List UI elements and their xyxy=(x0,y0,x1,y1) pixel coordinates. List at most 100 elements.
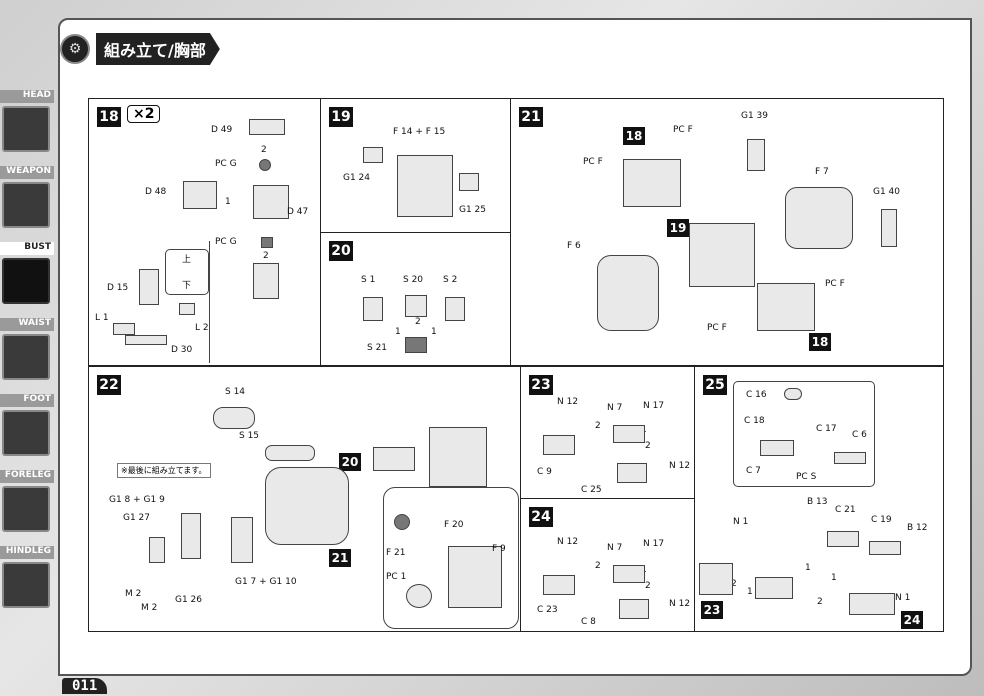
part-label: PC F xyxy=(707,323,727,333)
part-label: F 7 xyxy=(815,167,829,177)
step-mark: 2 xyxy=(645,441,651,451)
part-piece xyxy=(363,147,383,163)
step-23-panel: 23 N 12 N 7 N 17 2 1 2 C 9 C 25 N 12 xyxy=(520,366,696,500)
part-label: N 17 xyxy=(643,401,665,411)
part-label: C 23 xyxy=(537,605,558,615)
sidebar-item-hindleg[interactable]: HINDLEG xyxy=(0,540,56,616)
subassembly-ref-badge: 18 xyxy=(623,127,645,145)
part-piece xyxy=(265,467,349,545)
part-label: N 1 xyxy=(895,593,911,603)
step-number: 25 xyxy=(703,375,727,395)
part-piece xyxy=(760,440,794,456)
part-piece xyxy=(149,537,165,563)
part-label: L 2 xyxy=(195,323,209,333)
step-mark: 1 xyxy=(395,327,401,337)
part-piece xyxy=(689,223,755,287)
polycap-part xyxy=(261,237,273,248)
subassembly-ref-badge: 24 xyxy=(901,611,923,629)
subassembly-ref-badge: 19 xyxy=(667,219,689,237)
step-18-panel: 18 ×2 D 49 2 PC G D 48 1 D 47 PC G 2 D 1… xyxy=(88,98,322,366)
part-label: S 21 xyxy=(367,343,388,353)
sidebar-item-weapon[interactable]: WEAPON xyxy=(0,160,56,236)
part-piece xyxy=(406,584,432,608)
part-piece xyxy=(757,283,815,331)
part-label: C 6 xyxy=(852,430,867,440)
gear-icon: ⚙ xyxy=(60,34,90,64)
detail-inset: F 20 F 21 PC 1 F 9 xyxy=(383,487,519,629)
part-piece xyxy=(785,187,853,249)
part-label: F 21 xyxy=(386,548,406,558)
part-piece xyxy=(597,255,659,331)
sidebar-nav: HEAD WEAPON BUST WAIST FOOT FORELEG HIND… xyxy=(0,84,56,616)
part-piece xyxy=(869,541,901,555)
sidebar-item-foot[interactable]: FOOT xyxy=(0,388,56,464)
part-label: G1 8 + G1 9 xyxy=(109,495,165,505)
detail-inset: C 16 C 18 C 17 C 6 C 7 PC S xyxy=(733,381,875,487)
part-piece xyxy=(849,593,895,615)
part-label: D 49 xyxy=(211,125,233,135)
part-piece xyxy=(445,297,465,321)
sidebar-item-label: FORELEG xyxy=(0,470,54,483)
part-label: PC G xyxy=(215,237,237,247)
part-label: B 12 xyxy=(907,523,928,533)
sidebar-item-foreleg[interactable]: FORELEG xyxy=(0,464,56,540)
part-label: N 12 xyxy=(557,537,579,547)
step-mark: 2 xyxy=(817,597,823,607)
step-mark: 1 xyxy=(225,197,231,207)
part-label: N 7 xyxy=(607,403,623,413)
part-label: PC F xyxy=(673,125,693,135)
step-mark: 2 xyxy=(415,317,421,327)
part-label: C 18 xyxy=(744,416,765,426)
foreleg-thumbnail-icon xyxy=(2,486,50,532)
page-number: 011 xyxy=(62,678,108,694)
part-label: N 1 xyxy=(733,517,749,527)
part-piece xyxy=(448,546,502,608)
part-piece xyxy=(125,335,167,345)
part-label: D 47 xyxy=(287,207,309,217)
part-label: PC 1 xyxy=(386,572,407,582)
part-label: S 20 xyxy=(403,275,424,285)
step-19-panel: 19 F 14 + F 15 G1 24 G1 25 xyxy=(320,98,512,234)
part-piece xyxy=(834,452,866,464)
part-label: F 14 + F 15 xyxy=(393,127,446,137)
part-label: D 30 xyxy=(171,345,193,355)
subassembly-ref-badge: 20 xyxy=(339,453,361,471)
part-label: G1 40 xyxy=(873,187,901,197)
sidebar-item-waist[interactable]: WAIST xyxy=(0,312,56,388)
section-title-bar: ⚙ 組み立て/胸部 xyxy=(60,32,220,66)
page-title: 組み立て/胸部 xyxy=(96,33,220,65)
part-label: D 15 xyxy=(107,283,129,293)
part-piece xyxy=(881,209,897,247)
part-label: F 9 xyxy=(492,544,506,554)
part-piece xyxy=(827,531,859,547)
foot-thumbnail-icon xyxy=(2,410,50,456)
part-piece xyxy=(397,155,453,217)
part-label: F 20 xyxy=(444,520,464,530)
part-label: C 16 xyxy=(746,390,767,400)
sidebar-item-label: BUST xyxy=(0,242,54,255)
step-number: 23 xyxy=(529,375,553,395)
step-22-panel: 22 S 14 S 15 ※最後に組み立てます。 20 21 G1 8 + G1… xyxy=(88,366,522,632)
step-mark: 2 xyxy=(263,251,269,261)
polycap-part xyxy=(259,159,271,171)
step-number: 18 xyxy=(97,107,121,127)
part-label: S 1 xyxy=(361,275,376,285)
step-number: 22 xyxy=(97,375,121,395)
part-label: S 2 xyxy=(443,275,458,285)
part-label: C 21 xyxy=(835,505,856,515)
sidebar-item-label: HEAD xyxy=(0,90,54,103)
sidebar-item-bust[interactable]: BUST xyxy=(0,236,56,312)
step-number: 24 xyxy=(529,507,553,527)
step-number: 21 xyxy=(519,107,543,127)
sidebar-item-label: HINDLEG xyxy=(0,546,54,559)
part-piece xyxy=(784,388,802,400)
part-label: N 12 xyxy=(669,599,691,609)
step-mark: 2 xyxy=(595,421,601,431)
orientation-callout: 上 下 xyxy=(165,249,209,295)
part-label: C 19 xyxy=(871,515,892,525)
part-piece xyxy=(747,139,765,171)
step-21-panel: 21 18 PC F G1 39 PC F F 7 G1 40 19 F 6 P… xyxy=(510,98,944,366)
sidebar-item-head[interactable]: HEAD xyxy=(0,84,56,160)
part-piece xyxy=(755,577,793,599)
sidebar-item-label: WEAPON xyxy=(0,166,54,179)
